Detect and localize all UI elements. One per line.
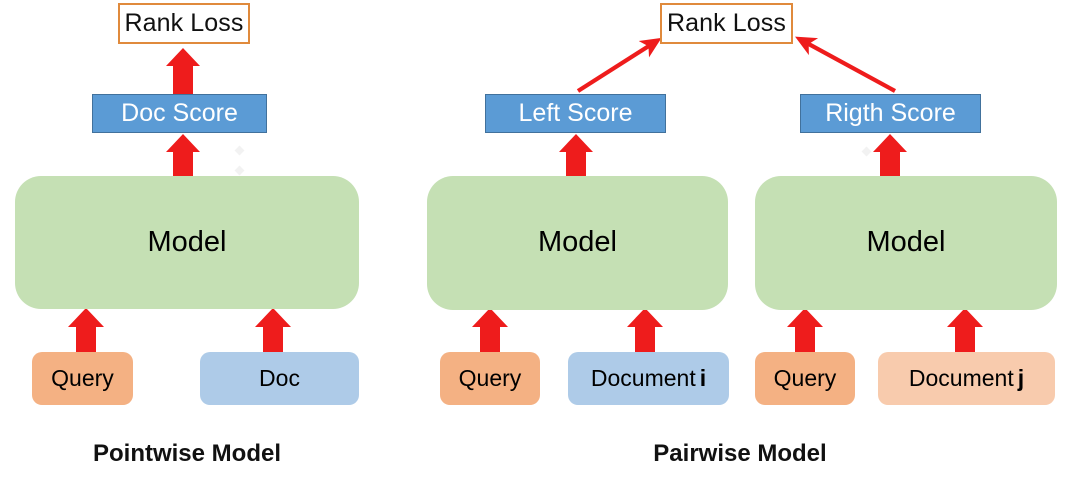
decorative-speck [234,145,245,156]
arrow-docscore-to-rankloss [166,48,200,95]
model-box-pointwise[interactable]: Model [15,176,359,309]
caption-pointwise: Pointwise Model [92,440,281,467]
arrow-model-to-rightscore [873,134,907,178]
arrow-leftscore-to-rankloss [576,37,662,93]
arrow-model-to-docscore [166,134,200,178]
input-chip-doc[interactable]: Doc [200,352,359,405]
model-box-pairwise-right[interactable]: Model [755,176,1057,310]
input-chip-query-pairwise-left[interactable]: Query [440,352,540,405]
decorative-speck [234,165,245,176]
input-chip-query-pairwise-right[interactable]: Query [755,352,855,405]
caption-pairwise: Pairwise Model [653,440,827,467]
arrow-query-to-model-right [787,308,823,356]
decorative-speck [566,138,577,149]
arrow-query-to-model-left [472,308,508,356]
arrow-rightscore-to-rankloss [795,36,897,93]
arrow-documenti-to-model [627,308,663,356]
input-chip-document-j-label: Document [908,364,1014,391]
right-score-box[interactable]: Rigth Score [800,94,981,133]
arrow-query-to-model [68,308,104,356]
input-chip-document-j-subscript: j [1017,364,1025,391]
left-score-box[interactable]: Left Score [485,94,666,133]
arrow-documentj-to-model [947,308,983,356]
input-chip-document-i-label: Document [590,364,696,391]
rank-loss-box-pointwise[interactable]: Rank Loss [118,3,250,44]
input-chip-document-i-subscript: i [699,364,707,391]
doc-score-box[interactable]: Doc Score [92,94,267,133]
input-chip-query-pointwise[interactable]: Query [32,352,133,405]
decorative-speck [861,146,872,157]
arrow-model-to-leftscore [559,134,593,178]
rank-loss-box-pairwise[interactable]: Rank Loss [660,3,793,44]
model-box-pairwise-left[interactable]: Model [427,176,728,310]
arrow-doc-to-model [255,308,291,356]
